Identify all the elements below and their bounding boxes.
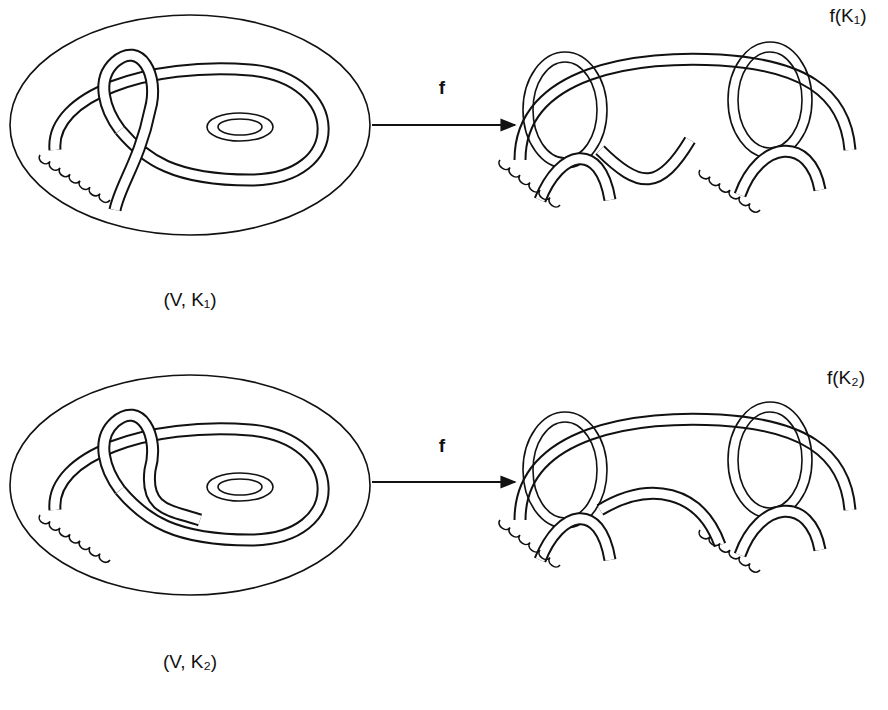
ring [738, 412, 802, 508]
tube-inside [55, 69, 323, 180]
coil [39, 155, 110, 202]
torus-boundary [10, 15, 370, 235]
ring [523, 52, 607, 168]
ring [533, 422, 597, 518]
torus-boundary [10, 375, 370, 595]
torus-hole [207, 473, 273, 501]
map-label: f [439, 77, 445, 99]
solid-torus [10, 375, 370, 595]
ring [523, 412, 607, 528]
coil [499, 520, 560, 567]
tube-inside [740, 151, 820, 195]
ring [728, 402, 812, 518]
map-arrow [372, 481, 515, 483]
tube-inside [104, 55, 153, 210]
tube-inside [600, 140, 690, 179]
label-text: (V, K₁) [163, 289, 216, 310]
tube-outline [740, 151, 820, 195]
image-label: f(K₁) [829, 5, 866, 27]
tube-outline [540, 159, 610, 200]
ring [738, 52, 802, 148]
tube-outline [55, 69, 323, 180]
image-label: f(K₂) [827, 367, 865, 389]
tube-outline [104, 55, 153, 210]
torus-hole [218, 119, 262, 135]
map-label: f [439, 435, 445, 457]
torus-hole [207, 113, 273, 141]
tube-outline [104, 415, 200, 520]
tube-outline [540, 519, 610, 560]
coil [499, 160, 560, 207]
torus-hole [218, 479, 262, 495]
coil [699, 170, 760, 212]
tube-outline [740, 511, 820, 555]
pair-label: (V, K₁) [163, 289, 216, 311]
map-arrow [372, 124, 515, 126]
tube-outline [600, 140, 690, 179]
solid-torus [10, 15, 370, 235]
tube-inside [104, 415, 200, 520]
label-text: f(K₂) [827, 367, 865, 388]
label-text: f [439, 77, 445, 98]
label-text: (V, K₂) [163, 651, 217, 672]
ring [533, 62, 597, 158]
label-text: f [439, 435, 445, 456]
coil [39, 515, 110, 562]
ring [728, 42, 812, 158]
tube-inside [540, 519, 610, 560]
coil [699, 530, 760, 572]
knot-image [499, 402, 850, 572]
tube-inside [740, 511, 820, 555]
knot-image [499, 42, 850, 212]
pair-label: (V, K₂) [163, 651, 217, 673]
label-text: f(K₁) [829, 5, 866, 26]
tube-inside [540, 159, 610, 200]
